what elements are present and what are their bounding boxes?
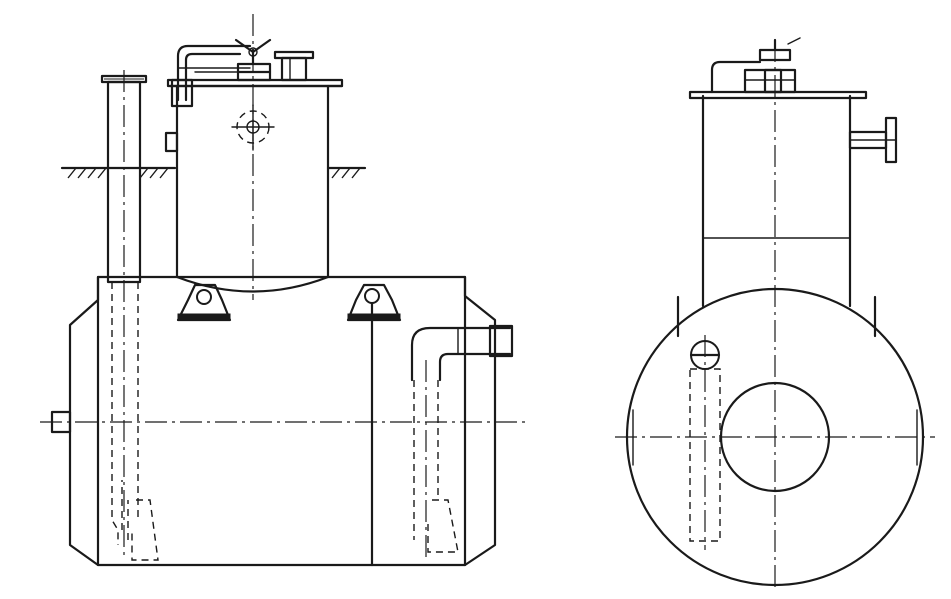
ground-line-left — [60, 166, 177, 179]
side-elevation-view — [40, 14, 525, 567]
internal-manway — [231, 104, 275, 151]
outlet-elbow-pipe — [410, 324, 514, 560]
lifting-lug-left — [176, 283, 232, 322]
riser-cylinder — [175, 84, 330, 293]
end-elevation-view — [615, 37, 935, 590]
end-riser-cylinder — [701, 94, 852, 308]
riser-side-fitting — [164, 131, 179, 153]
top-flange-nozzle — [273, 50, 315, 82]
end-side-flange-nozzle — [848, 116, 898, 164]
side-drain-nozzle — [50, 410, 72, 434]
end-riser-pipe — [689, 335, 721, 550]
lifting-lug-right — [346, 283, 402, 322]
vent-gooseneck-pipe — [170, 44, 252, 108]
vessel-shell-side — [68, 275, 497, 567]
end-top-fittings — [710, 37, 801, 94]
ground-line-right — [326, 166, 367, 179]
vertical-riser-pipe — [100, 70, 159, 561]
